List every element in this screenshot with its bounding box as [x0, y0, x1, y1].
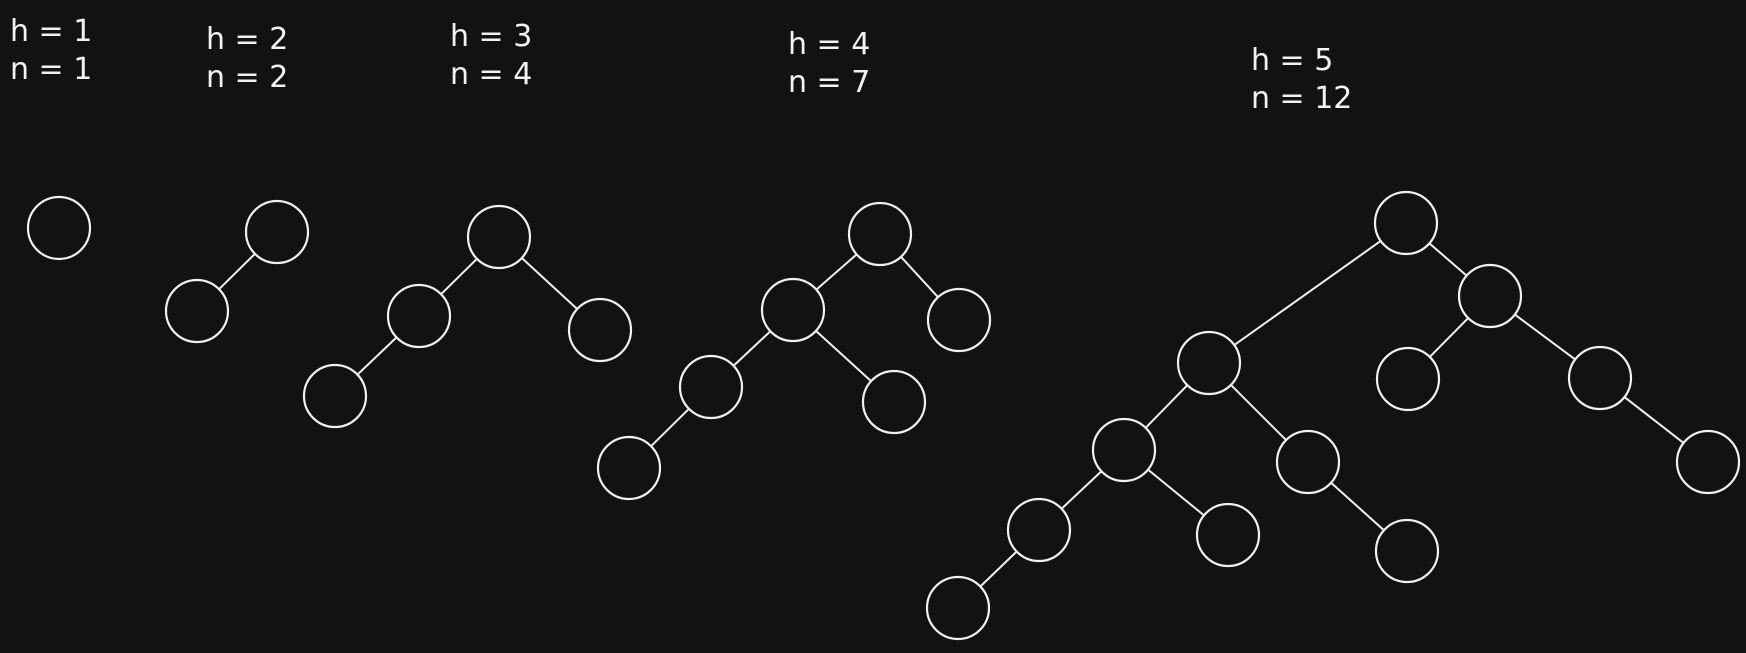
tree-2-height-label: h = 2 — [206, 22, 289, 57]
tree-3-node-4 — [302, 363, 368, 429]
tree-5-node-2 — [1457, 263, 1523, 329]
tree-5-edge-5 — [1144, 384, 1189, 429]
tree-5-height-label: h = 5 — [1251, 43, 1334, 78]
tree-4-node-6 — [596, 435, 662, 501]
tree-4-count-label: n = 7 — [788, 65, 871, 100]
tree-5-edge-2 — [1233, 239, 1382, 347]
tree-4-node-3 — [926, 287, 992, 353]
tree-2 — [164, 199, 310, 344]
tree-4-node-5 — [861, 369, 927, 435]
tree-5-node-5 — [1567, 345, 1633, 411]
tree-1-height-label: h = 1 — [10, 14, 93, 49]
tree-3-edge-3 — [356, 336, 398, 376]
tree-3-edge-1 — [440, 257, 478, 296]
tree-5-edge-1 — [1428, 242, 1468, 277]
tree-2-node-1 — [244, 199, 310, 265]
tree-5 — [925, 190, 1741, 641]
tree-3-node-2 — [386, 283, 452, 349]
tree-5-edge-11 — [979, 550, 1018, 588]
tree-5-node-6 — [1091, 417, 1157, 483]
tree-5-edge-3 — [1428, 317, 1470, 358]
tree-1-count-label: n = 1 — [10, 52, 93, 87]
tree-2-edge-1 — [218, 252, 256, 291]
tree-5-node-4 — [1375, 346, 1441, 412]
tree-3-labels: h = 3 n = 4 — [450, 18, 532, 94]
tree-5-labels: h = 5 n = 12 — [1251, 42, 1352, 118]
tree-1-node-1 — [26, 195, 92, 261]
tree-4-node-2 — [760, 277, 826, 343]
tree-5-node-9 — [1006, 497, 1072, 563]
tree-5-edge-8 — [1060, 470, 1103, 510]
tree-5-edge-9 — [1147, 468, 1205, 517]
tree-2-node-2 — [164, 278, 230, 344]
tree-5-count-label: n = 12 — [1251, 81, 1353, 116]
tree-3 — [302, 204, 633, 429]
tree-5-node-12 — [925, 575, 991, 641]
tree-4-edge-3 — [732, 330, 772, 367]
tree-5-node-11 — [1374, 518, 1440, 584]
tree-5-edge-7 — [1623, 396, 1685, 444]
tree-5-node-7 — [1275, 429, 1341, 495]
tree-5-node-3 — [1176, 330, 1242, 396]
tree-3-node-1 — [466, 204, 532, 270]
tree-5-node-10 — [1195, 502, 1261, 568]
tree-4-edge-2 — [899, 255, 940, 299]
tree-2-count-label: n = 2 — [206, 60, 289, 95]
tree-1 — [26, 195, 92, 261]
tree-3-count-label: n = 4 — [450, 57, 533, 92]
tree-2-labels: h = 2 n = 2 — [206, 21, 288, 97]
tree-4-edge-5 — [650, 407, 690, 448]
tree-5-edge-10 — [1330, 481, 1385, 532]
tree-5-node-1 — [1373, 190, 1439, 256]
tree-3-node-3 — [567, 297, 633, 363]
tree-5-edge-6 — [1229, 383, 1288, 442]
tree-4-node-4 — [678, 354, 744, 420]
tree-4 — [596, 201, 992, 501]
tree-5-edge-4 — [1513, 313, 1577, 361]
tree-3-height-label: h = 3 — [450, 19, 533, 54]
tree-4-labels: h = 4 n = 7 — [788, 26, 870, 102]
tree-1-labels: h = 1 n = 1 — [10, 13, 92, 89]
tree-4-height-label: h = 4 — [788, 27, 871, 62]
tree-4-node-1 — [847, 201, 913, 267]
tree-4-edge-1 — [815, 253, 858, 291]
tree-5-node-8 — [1675, 429, 1741, 495]
tree-3-edge-2 — [520, 256, 579, 311]
tree-4-edge-4 — [814, 329, 873, 383]
